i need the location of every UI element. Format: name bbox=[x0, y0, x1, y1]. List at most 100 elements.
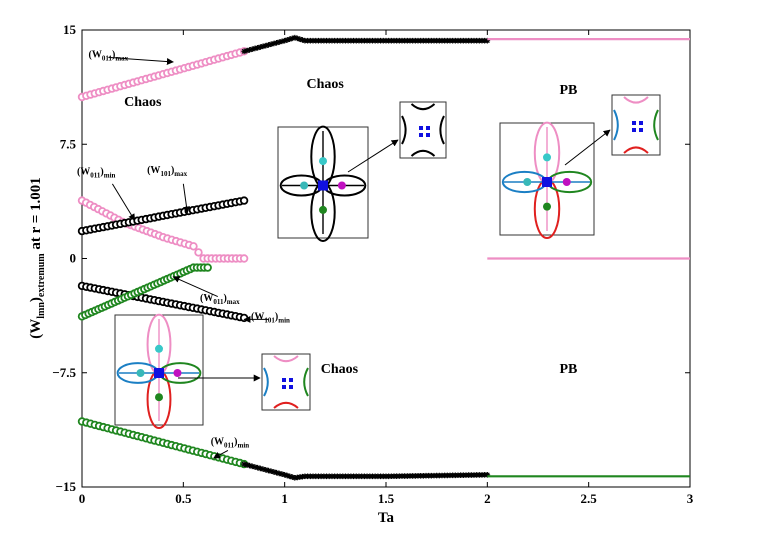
annotation-sub: 101 bbox=[160, 170, 171, 178]
inset-center-square bbox=[542, 177, 552, 187]
series-point bbox=[239, 313, 249, 323]
inset-arrow bbox=[564, 129, 611, 166]
inset-small-square bbox=[632, 128, 636, 132]
series-point bbox=[284, 37, 290, 43]
series-point bbox=[249, 463, 256, 470]
inset-small-square bbox=[426, 126, 430, 130]
y-axis-label-tail: at r = 1.001 bbox=[28, 177, 44, 253]
inset-small-square bbox=[289, 378, 293, 382]
series-point bbox=[252, 45, 258, 52]
series-point bbox=[292, 34, 298, 41]
region-label: Chaos bbox=[124, 95, 162, 110]
x-tick-label: 0 bbox=[79, 491, 86, 506]
series-point bbox=[241, 461, 247, 467]
inset-center-square bbox=[318, 180, 328, 191]
annotation-close: ) bbox=[234, 436, 237, 447]
annotation-label: (W011)min bbox=[77, 167, 116, 180]
annotation-label: (W101)min bbox=[251, 311, 290, 324]
inset-small-square bbox=[289, 385, 293, 389]
annotation-close: ) bbox=[275, 311, 278, 322]
annotation-label: (W011)max bbox=[200, 293, 240, 306]
series-point bbox=[262, 467, 269, 473]
annotation-arrow bbox=[111, 183, 136, 222]
x-tick-label: 2.5 bbox=[581, 491, 598, 506]
inset-dot bbox=[543, 153, 551, 162]
region-label: PB bbox=[559, 83, 577, 98]
series-point bbox=[239, 254, 249, 263]
annotation-arrow bbox=[213, 449, 229, 459]
phase-insets bbox=[114, 94, 661, 429]
inset-dot bbox=[543, 202, 551, 211]
y-axis-label-main: (W bbox=[28, 319, 44, 339]
inset-dot bbox=[300, 181, 309, 190]
x-axis-label: Ta bbox=[378, 510, 395, 526]
annotation-close: ) bbox=[100, 167, 103, 178]
annotation-label: (W011)min bbox=[211, 436, 250, 449]
y-tick-label: −7.5 bbox=[52, 365, 76, 380]
inset-chaos-upper bbox=[277, 125, 369, 242]
series-point bbox=[194, 248, 203, 257]
inset-small-square bbox=[639, 121, 643, 125]
x-tick-label: 1 bbox=[281, 491, 288, 506]
inset-small-square bbox=[426, 133, 430, 137]
inset-curve bbox=[653, 109, 659, 141]
annotation-sub2: min bbox=[278, 316, 290, 324]
y-tick-label: 15 bbox=[63, 22, 77, 37]
y-axis-label-close: ) bbox=[28, 297, 44, 302]
inset-curve bbox=[613, 109, 619, 141]
series-point bbox=[265, 42, 272, 48]
annotation-close: ) bbox=[223, 293, 226, 304]
annotation-sub: 011 bbox=[102, 54, 113, 62]
inset-curve bbox=[401, 115, 407, 145]
series-point bbox=[254, 44, 261, 51]
series-point bbox=[244, 462, 250, 468]
annotation-arrow bbox=[108, 56, 174, 66]
inset-small-square bbox=[632, 121, 636, 125]
series-point bbox=[271, 40, 277, 47]
inset-chaos-lower bbox=[114, 313, 204, 429]
y-axis-label-sub2: extremum bbox=[36, 253, 47, 297]
series-point bbox=[260, 466, 266, 472]
inset-curve bbox=[623, 146, 649, 154]
series-point bbox=[244, 47, 250, 54]
annotations: (W011)max(W011)min(W101)max(W011)max(W10… bbox=[77, 49, 290, 459]
inset-dot bbox=[136, 369, 145, 377]
series-point bbox=[286, 36, 293, 42]
series-point bbox=[254, 464, 261, 471]
inset-arrow bbox=[347, 139, 399, 173]
annotation-main: (W bbox=[211, 436, 224, 447]
series-point bbox=[257, 44, 264, 50]
inset-curve bbox=[410, 103, 436, 111]
y-axis-label: (Wlmn)extremum at r = 1.001 bbox=[28, 177, 47, 339]
series-point bbox=[260, 43, 266, 50]
inset-small-square bbox=[282, 378, 286, 382]
inset-chaos-lower-zoom bbox=[261, 353, 311, 411]
annotation-sub2: min bbox=[238, 441, 250, 449]
inset-curve bbox=[273, 355, 299, 363]
x-tick-label: 2 bbox=[484, 491, 491, 506]
annotation-sub: 011 bbox=[224, 441, 235, 449]
series-point bbox=[246, 462, 253, 469]
series-point bbox=[294, 35, 301, 42]
inset-small-square bbox=[419, 126, 423, 130]
annotation-main: (W bbox=[77, 167, 90, 178]
inset-small-square bbox=[419, 133, 423, 137]
annotation-sub2: max bbox=[227, 298, 240, 306]
series-point bbox=[484, 37, 491, 44]
series-point bbox=[268, 41, 274, 48]
series-point bbox=[279, 471, 285, 477]
series-point bbox=[281, 37, 288, 44]
series-point bbox=[286, 473, 293, 480]
series-point bbox=[241, 48, 247, 55]
annotation-arrow bbox=[182, 183, 190, 214]
series-point bbox=[279, 38, 285, 45]
series-point bbox=[203, 263, 212, 272]
series-point bbox=[297, 36, 303, 42]
inset-dot bbox=[337, 181, 346, 190]
inset-dot bbox=[523, 178, 532, 186]
series-point bbox=[273, 469, 280, 476]
inset-dot bbox=[155, 344, 163, 353]
inset-dot bbox=[319, 205, 327, 214]
